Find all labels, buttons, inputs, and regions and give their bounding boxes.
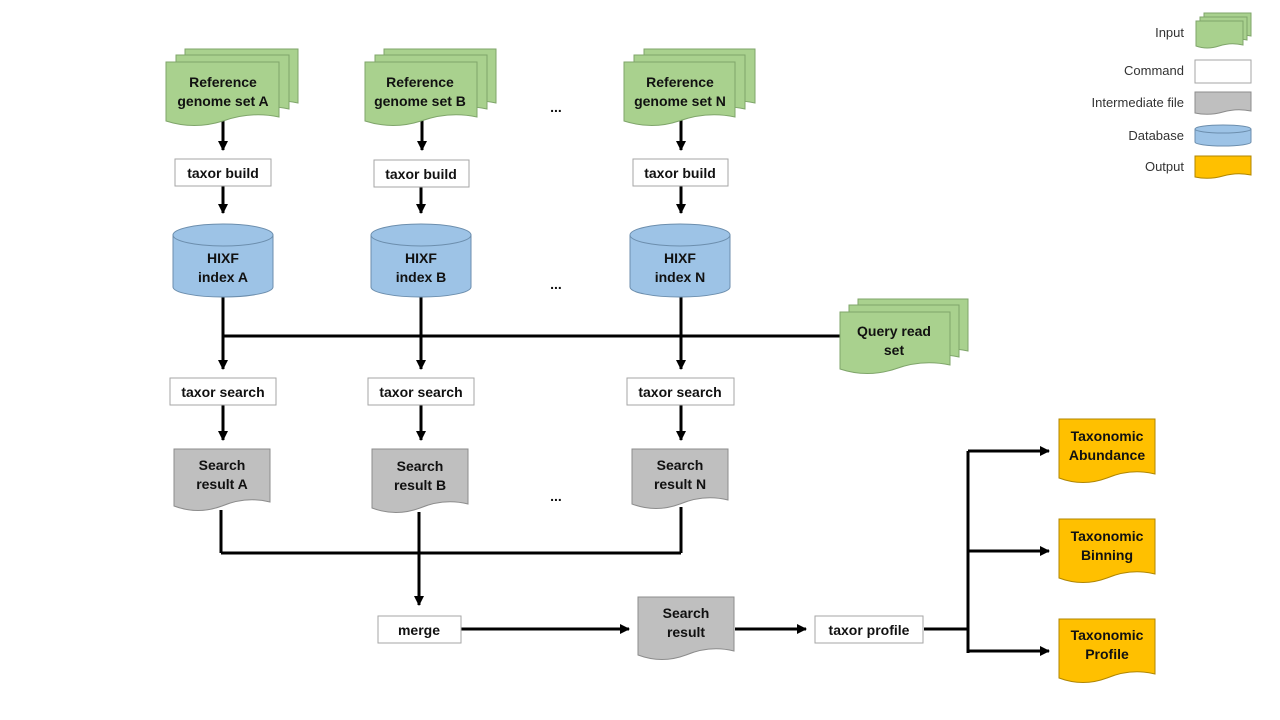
taxor-build-a: taxor build — [174, 158, 272, 187]
index-n-line1: HIXF — [664, 250, 696, 266]
index-n-line2: index N — [655, 269, 706, 285]
taxor-search-a: taxor search — [169, 377, 277, 406]
doc-front — [364, 61, 478, 126]
legend-database-label: Database — [1128, 128, 1184, 143]
taxor-search-b: taxor search — [367, 377, 475, 406]
connectors — [218, 120, 1050, 656]
index-b-line1: HIXF — [405, 250, 437, 266]
ref-n-line2: genome set N — [634, 93, 726, 109]
query-line1: Query read — [857, 323, 931, 339]
index-b-line2: index B — [396, 269, 447, 285]
output-taxonomic-profile: Taxonomic Profile — [1058, 618, 1156, 683]
output-abundance-line2: Abundance — [1069, 447, 1145, 463]
output-taxonomic-abundance: Taxonomic Abundance — [1058, 418, 1156, 483]
doc-front — [839, 311, 951, 374]
ref-b-line2: genome set B — [374, 93, 466, 109]
result-a-line1: Search — [199, 457, 246, 473]
doc-front — [165, 61, 280, 126]
legend-intermediate-label: Intermediate file — [1092, 95, 1185, 110]
output-profile-line2: Profile — [1085, 646, 1129, 662]
search-result-a: Search result A — [173, 448, 271, 511]
reference-genome-set-a: Reference genome set A — [165, 48, 299, 126]
legend-intermediate: Intermediate file — [1092, 91, 1252, 115]
doc-front — [623, 61, 736, 126]
ellipsis-indexes: ... — [550, 276, 562, 292]
output-binning-line2: Binning — [1081, 547, 1133, 563]
ref-a-line1: Reference — [189, 74, 257, 90]
output-profile-line1: Taxonomic — [1071, 627, 1144, 643]
output-abundance-line1: Taxonomic — [1071, 428, 1144, 444]
query-line2: set — [884, 342, 905, 358]
legend-command: Command — [1124, 59, 1252, 84]
hixf-index-a: HIXF index A — [172, 223, 274, 298]
search-a-label: taxor search — [181, 384, 264, 400]
legend-input-label: Input — [1155, 25, 1184, 40]
ellipsis-results: ... — [550, 488, 562, 504]
output-binning-line1: Taxonomic — [1071, 528, 1144, 544]
hixf-index-b: HIXF index B — [370, 223, 472, 298]
legend-database: Database — [1128, 124, 1252, 147]
merged-line1: Search — [663, 605, 710, 621]
merged-line2: result — [667, 624, 705, 640]
output-taxonomic-binning: Taxonomic Binning — [1058, 518, 1156, 583]
taxor-search-n: taxor search — [626, 377, 735, 406]
index-a-line2: index A — [198, 269, 248, 285]
build-a-label: taxor build — [187, 165, 259, 181]
ellipsis-references: ... — [550, 99, 562, 115]
result-b-line2: result B — [394, 477, 446, 493]
index-a-line1: HIXF — [207, 250, 239, 266]
legend-input: Input — [1155, 12, 1252, 49]
query-read-set: Query read set — [839, 298, 969, 374]
taxor-build-b: taxor build — [373, 159, 470, 188]
legend-command-label: Command — [1124, 63, 1184, 78]
merged-search-result: Search result — [637, 596, 735, 660]
ref-n-line1: Reference — [646, 74, 714, 90]
search-b-label: taxor search — [379, 384, 462, 400]
taxor-build-n: taxor build — [632, 158, 729, 187]
result-a-line2: result A — [196, 476, 248, 492]
reference-genome-set-n: Reference genome set N — [623, 48, 756, 126]
build-b-label: taxor build — [385, 166, 457, 182]
merge-command: merge — [377, 615, 462, 644]
legend-output: Output — [1145, 155, 1252, 179]
build-n-label: taxor build — [644, 165, 716, 181]
merge-label: merge — [398, 622, 440, 638]
search-n-label: taxor search — [638, 384, 721, 400]
ref-b-line1: Reference — [386, 74, 454, 90]
legend: Input Command Intermediate file Database… — [1092, 12, 1252, 179]
reference-genome-set-b: Reference genome set B — [364, 48, 497, 126]
search-result-b: Search result B — [371, 448, 469, 513]
taxor-profile-command: taxor profile — [814, 615, 924, 644]
result-n-line1: Search — [657, 457, 704, 473]
legend-output-label: Output — [1145, 159, 1184, 174]
result-n-line2: result N — [654, 476, 706, 492]
search-result-n: Search result N — [631, 448, 729, 509]
ref-a-line2: genome set A — [177, 93, 268, 109]
profile-label: taxor profile — [829, 622, 910, 638]
hixf-index-n: HIXF index N — [629, 223, 731, 298]
result-b-line1: Search — [397, 458, 444, 474]
